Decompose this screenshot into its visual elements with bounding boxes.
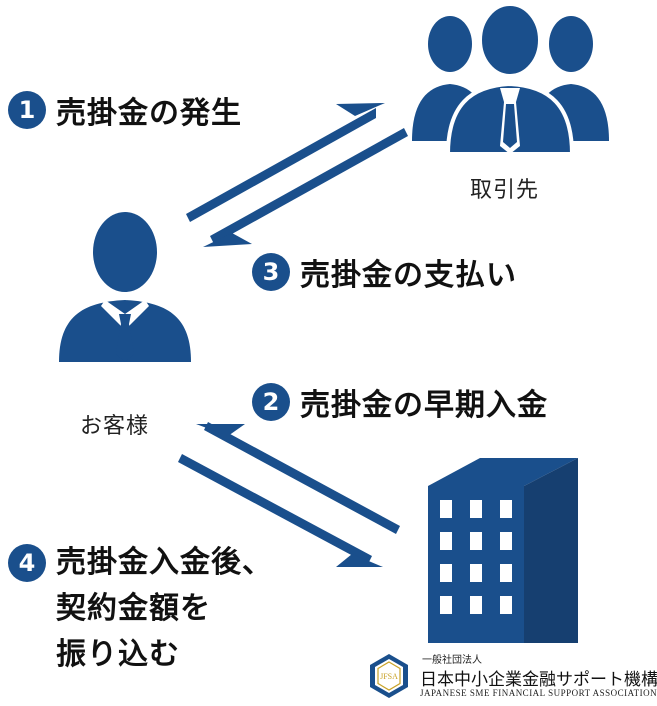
step-1-label: 売掛金の発生 <box>56 96 242 131</box>
step-2: 2 売掛金の早期入金 <box>252 380 548 424</box>
partner-label: 取引先 <box>470 178 540 203</box>
customer-label: お客様 <box>80 414 150 439</box>
logo-badge-text: JFSA <box>380 672 398 681</box>
logo: JFSA 一般社団法人 日本中小企業金融サポート機構 Japanese SME … <box>368 651 657 703</box>
step-3-label: 売掛金の支払い <box>300 258 517 293</box>
step-4-label: 売掛金入金後、 契約金額を 振り込む <box>56 540 336 678</box>
group-icon <box>412 6 609 156</box>
arrow-repayment <box>178 454 383 567</box>
step-4-line-3: 振り込む <box>56 637 180 672</box>
step-4-line-2: 契約金額を <box>56 591 211 626</box>
step-1-badge: 1 <box>8 91 46 129</box>
person-icon <box>59 212 191 362</box>
step-2-badge: 2 <box>252 383 290 421</box>
building-icon <box>428 458 578 643</box>
step-1: 1 売掛金の発生 <box>8 88 242 132</box>
arrow-partner-payment <box>203 128 408 247</box>
step-3: 3 売掛金の支払い <box>252 250 517 294</box>
step-4-badge: 4 <box>8 544 46 582</box>
logo-org-english: Japanese SME Financial Support Associati… <box>420 688 657 698</box>
logo-badge-icon: JFSA <box>370 654 408 698</box>
arrow-early-deposit <box>196 422 400 534</box>
step-2-label: 売掛金の早期入金 <box>300 388 548 423</box>
logo-org-name: 日本中小企業金融サポート機構 <box>420 670 657 690</box>
arrow-invoice-issued <box>186 103 385 222</box>
step-4-line-1: 売掛金入金後、 <box>56 545 273 580</box>
step-3-badge: 3 <box>252 253 290 291</box>
logo-org-type: 一般社団法人 <box>422 655 482 666</box>
